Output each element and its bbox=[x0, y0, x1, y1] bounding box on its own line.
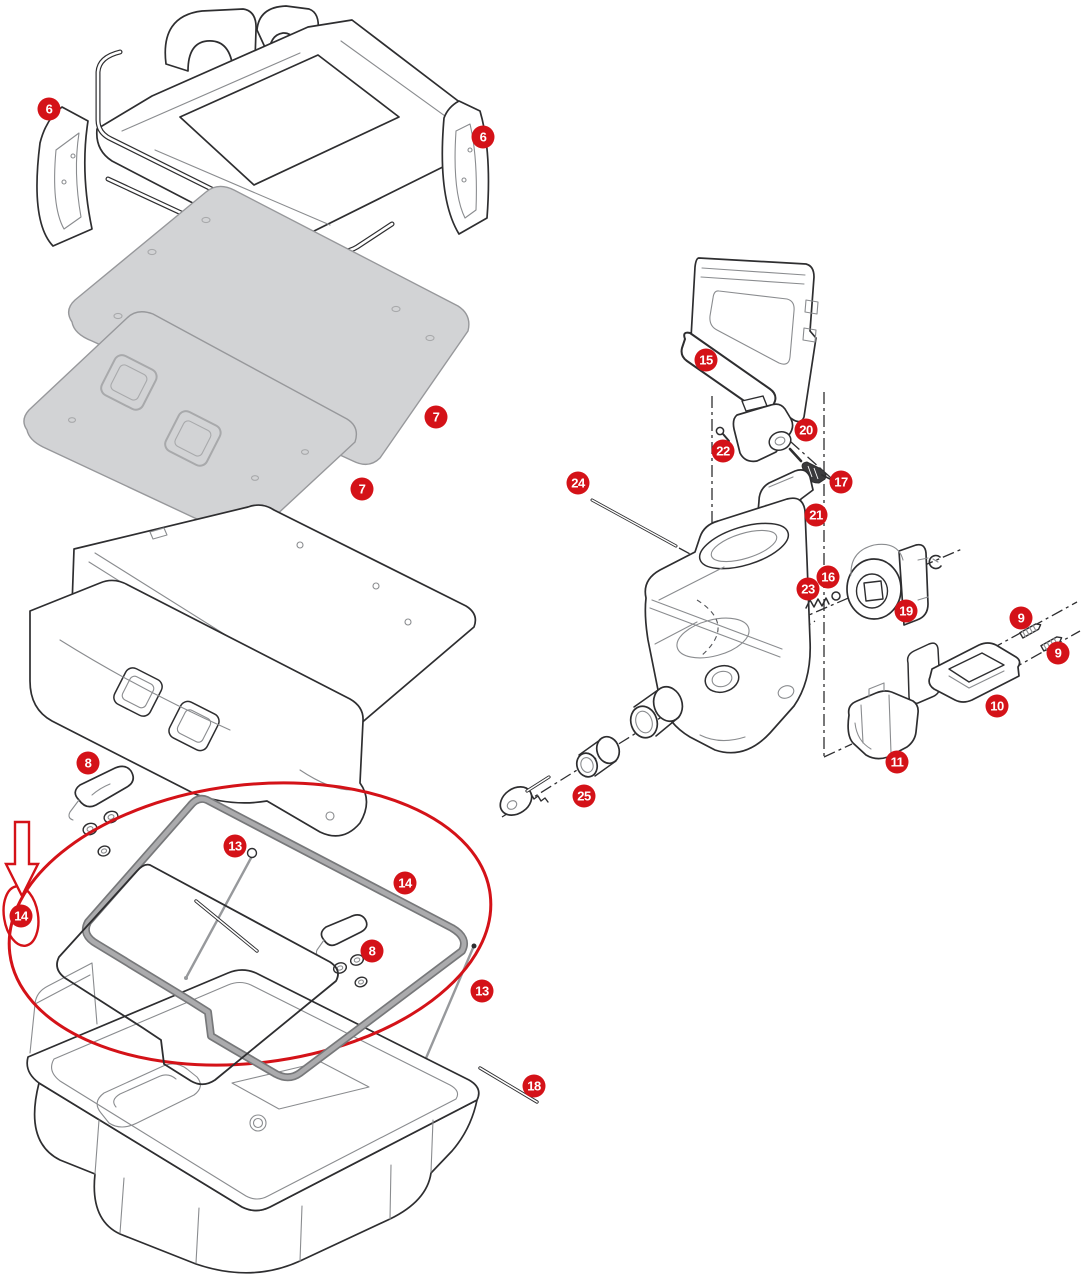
key bbox=[499, 775, 551, 816]
callout-19: 19 bbox=[894, 599, 918, 623]
lid-cable-upper bbox=[184, 847, 259, 980]
callout-9a: 9 bbox=[1009, 606, 1033, 630]
seal-inner-rim bbox=[56, 863, 339, 1086]
hinge-screw bbox=[715, 426, 730, 442]
lock-body bbox=[847, 682, 919, 760]
callout-20: 20 bbox=[794, 418, 818, 442]
callout-22: 22 bbox=[711, 439, 735, 463]
callout-10: 10 bbox=[985, 694, 1009, 718]
highlight-annotations bbox=[2, 781, 493, 1067]
callout-7a: 7 bbox=[424, 405, 448, 429]
callout-8a: 8 bbox=[76, 751, 100, 775]
callout-17: 17 bbox=[829, 470, 853, 494]
lock-carrier-housing bbox=[644, 497, 812, 754]
hinge-pin-rod bbox=[478, 1066, 539, 1104]
callout-7b: 7 bbox=[350, 477, 374, 501]
callout-21: 21 bbox=[804, 503, 828, 527]
callout-18: 18 bbox=[522, 1074, 546, 1098]
lock-cylinder-set bbox=[575, 685, 684, 778]
foam-panel-small bbox=[23, 311, 358, 539]
lid-inner-shell bbox=[29, 579, 368, 837]
hinge-housing bbox=[732, 395, 803, 463]
callout-24: 24 bbox=[566, 471, 590, 495]
bottom-tray bbox=[26, 962, 480, 1274]
callout-9b: 9 bbox=[1046, 641, 1070, 665]
highlight-ellipse bbox=[7, 781, 493, 1067]
lock-ball bbox=[831, 591, 841, 601]
callout-13a: 13 bbox=[223, 834, 247, 858]
striker-bracket bbox=[906, 642, 1021, 705]
callout-14b: 14 bbox=[9, 904, 33, 928]
callout-23: 23 bbox=[796, 577, 820, 601]
latch-kit-left bbox=[68, 765, 135, 857]
e-clip bbox=[928, 554, 942, 570]
callout-16: 16 bbox=[816, 565, 840, 589]
callout-13b: 13 bbox=[470, 979, 494, 1003]
callout-25: 25 bbox=[572, 784, 596, 808]
callout-8b: 8 bbox=[360, 939, 384, 963]
highlight-arrow bbox=[4, 820, 40, 899]
callout-6a: 6 bbox=[37, 97, 61, 121]
lid-seal bbox=[56, 794, 468, 1086]
callout-11: 11 bbox=[885, 750, 909, 774]
mount-screw-1 bbox=[1019, 623, 1042, 639]
lock-cam-ring bbox=[846, 543, 929, 626]
callout-6b: 6 bbox=[471, 125, 495, 149]
callout-14a: 14 bbox=[393, 871, 417, 895]
release-rod bbox=[590, 498, 678, 548]
callout-15: 15 bbox=[694, 348, 718, 372]
